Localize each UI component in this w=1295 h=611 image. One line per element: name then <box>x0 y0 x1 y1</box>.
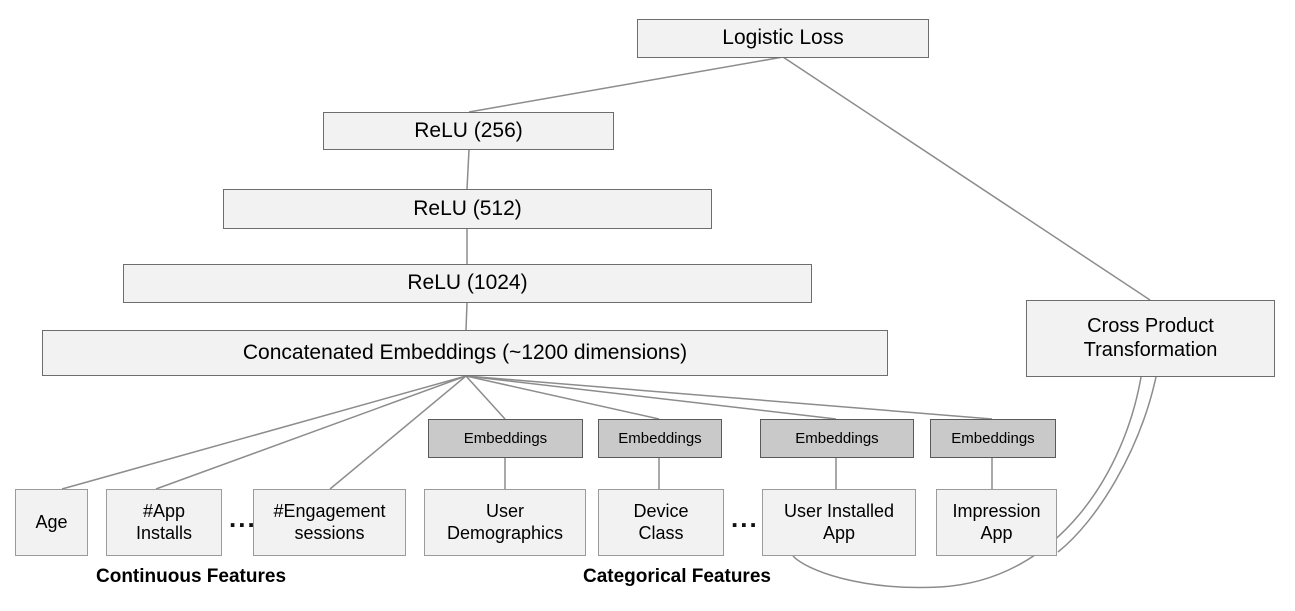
node-embeddings-1-label: Embeddings <box>463 429 548 447</box>
node-embeddings-4-label: Embeddings <box>951 429 1035 447</box>
ellipsis-continuous-label: ... <box>229 503 257 533</box>
node-relu-1024[interactable]: ReLU (1024) <box>123 264 812 303</box>
node-concatenated-embeddings[interactable]: Concatenated Embeddings (~1200 dimension… <box>42 330 888 376</box>
group-label-categorical-features-text: Categorical Features <box>583 566 771 587</box>
node-relu-256-label: ReLU (256) <box>414 118 523 142</box>
node-embeddings-user-demographics[interactable]: Embeddings <box>428 419 583 458</box>
node-logistic-loss-label: Logistic Loss <box>722 26 844 50</box>
ellipsis-continuous: ... <box>229 505 257 531</box>
node-feature-age-label: Age <box>35 511 68 532</box>
edge-concat-to-age <box>61 375 467 490</box>
edge-crossproduct-to-impression-app <box>1057 376 1157 553</box>
node-embeddings-user-installed-app[interactable]: Embeddings <box>760 419 914 458</box>
node-embeddings-impression-app[interactable]: Embeddings <box>930 419 1056 458</box>
node-feature-user-installed-app[interactable]: User Installed App <box>762 489 916 556</box>
node-embeddings-2-label: Embeddings <box>618 429 702 447</box>
node-relu-256[interactable]: ReLU (256) <box>323 112 614 150</box>
node-feature-user-demographics-label: User Demographics <box>446 501 564 543</box>
group-label-continuous-features: Continuous Features <box>96 566 286 588</box>
node-feature-app-installs-label: #App Installs <box>135 501 193 543</box>
edge-loss-to-relu256 <box>468 56 784 113</box>
node-cross-product-transformation[interactable]: Cross Product Transformation <box>1026 300 1275 377</box>
node-feature-device-class[interactable]: Device Class <box>598 489 724 556</box>
edge-concat-to-embeddings4 <box>465 375 993 420</box>
ellipsis-categorical: ... <box>731 505 759 531</box>
group-label-continuous-features-text: Continuous Features <box>96 566 287 587</box>
group-label-categorical-features: Categorical Features <box>583 566 771 588</box>
node-feature-user-installed-app-label: User Installed App <box>783 501 895 543</box>
node-feature-impression-app-label: Impression App <box>952 501 1041 543</box>
node-feature-device-class-label: Device Class <box>633 501 689 543</box>
edge-concat-to-embeddings3 <box>465 375 837 420</box>
node-feature-impression-app[interactable]: Impression App <box>936 489 1057 556</box>
edge-concat-to-app-installs <box>155 375 467 490</box>
node-relu-512-label: ReLU (512) <box>413 196 522 220</box>
node-cross-product-transformation-label: Cross Product Transformation <box>1083 314 1218 361</box>
node-relu-1024-label: ReLU (1024) <box>407 271 528 295</box>
node-feature-app-installs[interactable]: #App Installs <box>106 489 222 556</box>
node-concatenated-embeddings-label: Concatenated Embeddings (~1200 dimension… <box>242 340 688 364</box>
edge-loss-to-crossproduct <box>782 56 1151 301</box>
edge-concat-to-embeddings1 <box>465 375 506 420</box>
node-feature-engagement-sessions[interactable]: #Engagement sessions <box>253 489 406 556</box>
node-relu-512[interactable]: ReLU (512) <box>223 189 712 229</box>
edge-relu256-to-relu512 <box>466 149 470 190</box>
node-logistic-loss[interactable]: Logistic Loss <box>637 19 929 58</box>
ellipsis-categorical-label: ... <box>731 503 759 533</box>
node-feature-user-demographics[interactable]: User Demographics <box>424 489 586 556</box>
node-embeddings-3-label: Embeddings <box>795 429 879 447</box>
edge-concat-to-embeddings2 <box>465 375 660 420</box>
node-feature-age[interactable]: Age <box>15 489 88 556</box>
edge-relu1024-to-concat <box>465 302 468 331</box>
node-feature-engagement-sessions-label: #Engagement sessions <box>273 501 386 543</box>
node-embeddings-device-class[interactable]: Embeddings <box>598 419 722 458</box>
